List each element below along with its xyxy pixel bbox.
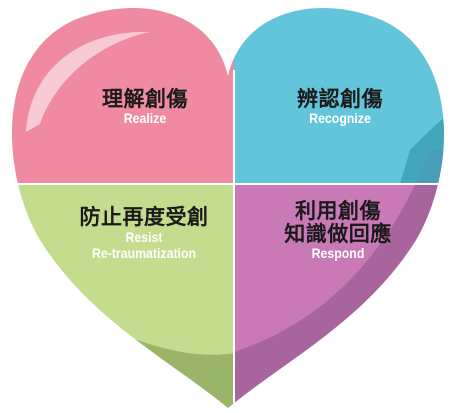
quadrant-respond-label: 利用創傷 知識做回應 Respond	[248, 199, 428, 262]
quadrant-recognize-subtitle: Recognize	[309, 110, 371, 127]
quadrant-respond-title-line2: 知識做回應	[284, 222, 392, 247]
quadrant-recognize-label: 辨認創傷 Recognize	[255, 87, 425, 127]
quadrant-resist-title: 防止再度受創	[79, 205, 209, 229]
gloss-highlight	[26, 31, 150, 132]
quadrant-recognize-title: 辨認創傷	[297, 87, 383, 111]
shade-right-top	[400, 110, 445, 184]
quadrant-resist-label: 防止再度受創 Resist Re-traumatization	[44, 205, 244, 262]
quadrant-resist-subtitle-line2: Re-traumatization	[91, 245, 197, 262]
quadrant-realize-subtitle: Realize	[123, 110, 167, 127]
quadrant-resist-subtitle-line1: Resist	[125, 229, 163, 246]
quadrant-respond-title-line1: 利用創傷	[295, 199, 381, 223]
quadrant-respond-subtitle: Respond	[311, 245, 365, 262]
quadrant-realize-title: 理解創傷	[102, 87, 188, 111]
quadrant-realize-label: 理解創傷 Realize	[60, 87, 230, 127]
